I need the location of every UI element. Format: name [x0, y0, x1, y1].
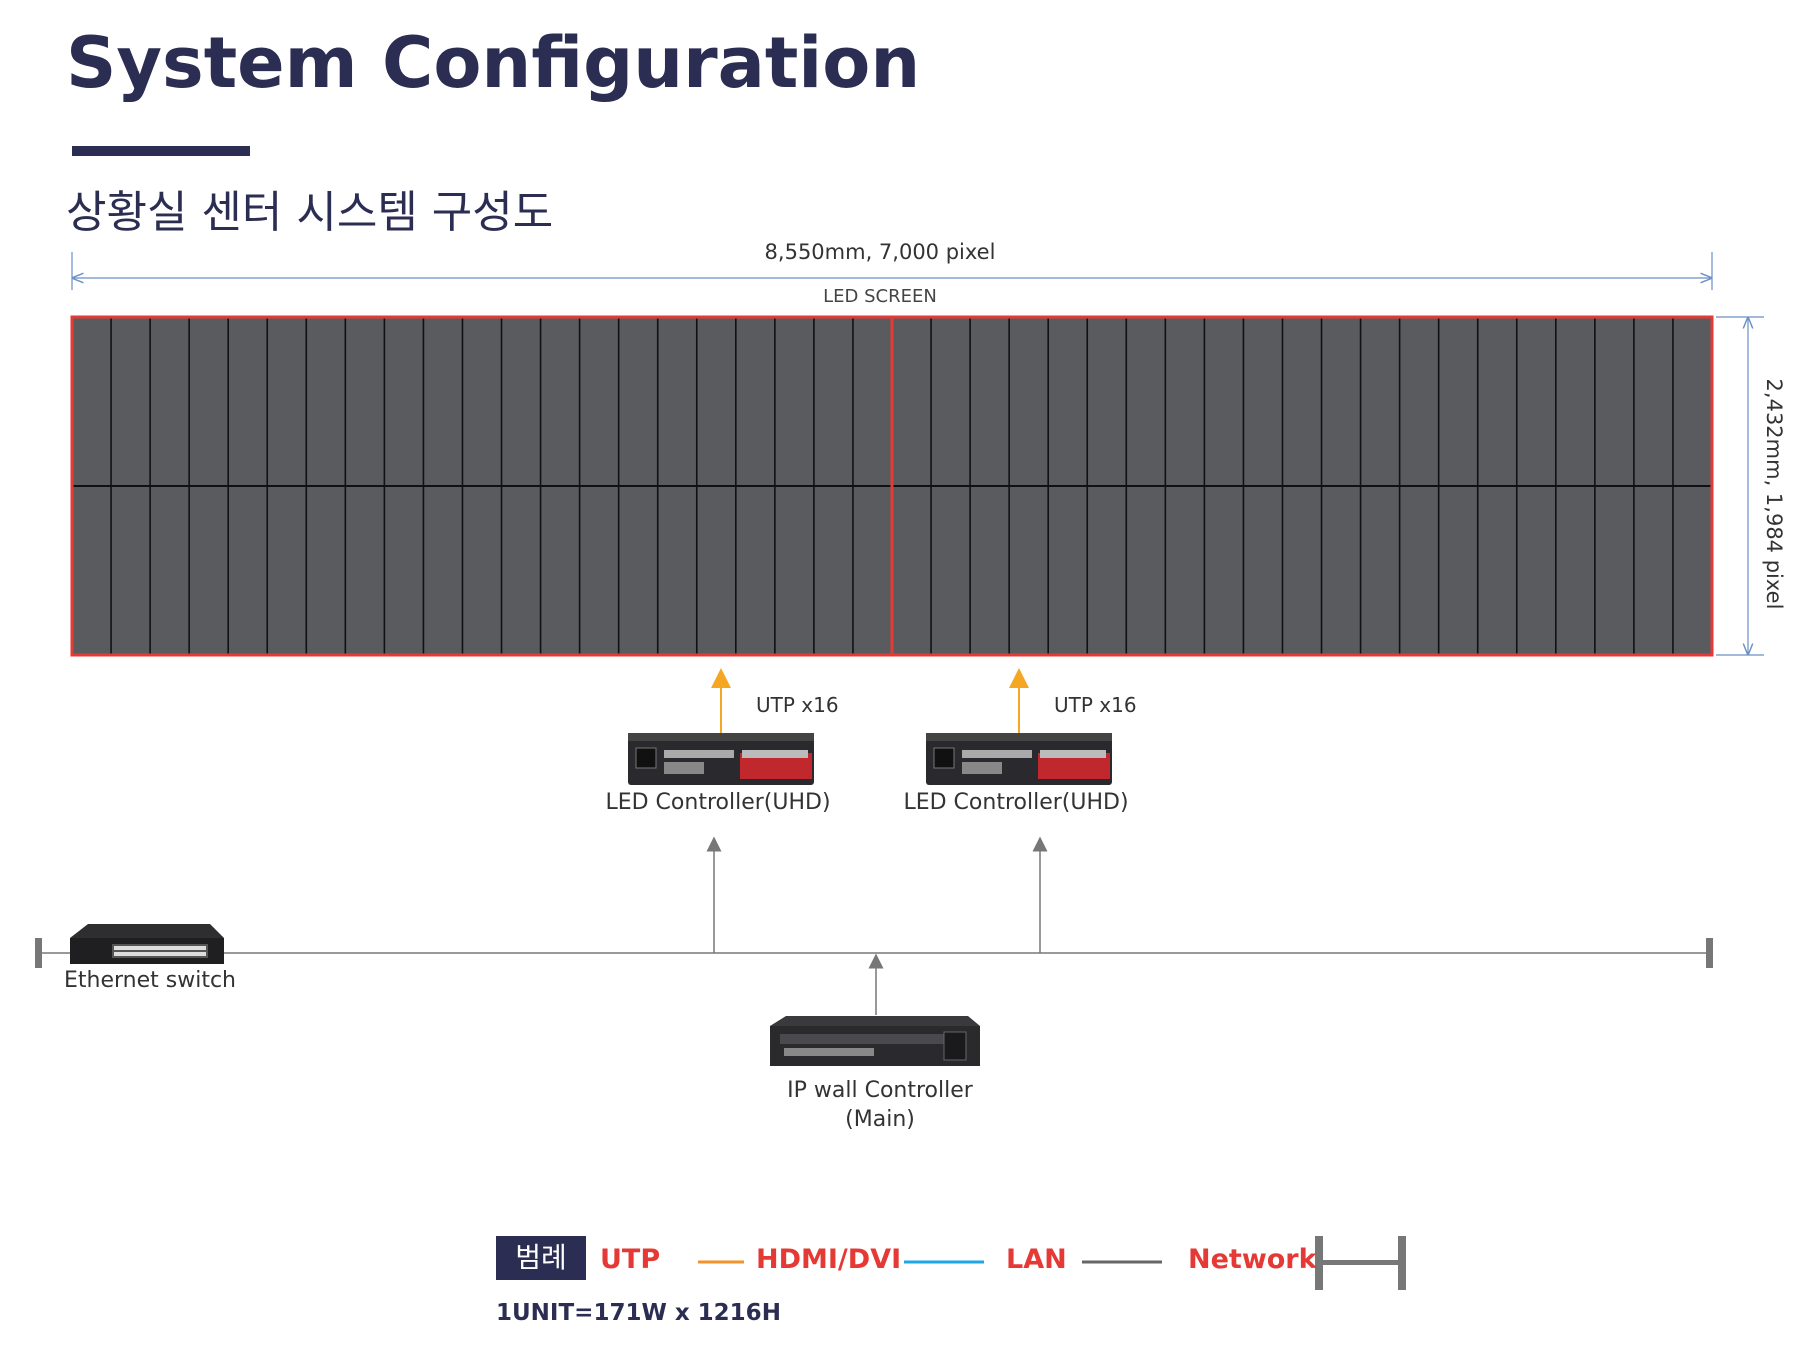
legend-label-utp: UTP — [600, 1244, 661, 1275]
legend-box: 범례 — [496, 1236, 586, 1280]
unit-note: 1UNIT=171W x 1216H — [496, 1300, 781, 1326]
screen-width-label: 8,550mm, 7,000 pixel — [764, 240, 996, 264]
page-title: System Configuration — [66, 22, 921, 104]
utp-label-1: UTP x16 — [756, 693, 839, 717]
title-underline — [72, 146, 250, 156]
led-controller-device-1 — [628, 733, 814, 785]
width-dimension — [71, 252, 1713, 290]
height-dimension — [1716, 316, 1764, 656]
led-controller-device-2 — [926, 733, 1112, 785]
legend-label-network: Network — [1188, 1244, 1317, 1275]
network-end-right — [1706, 938, 1713, 968]
ethernet-switch-device — [70, 924, 224, 964]
led-screen — [70, 315, 1714, 657]
ip-wall-caption-line2: (Main) — [845, 1107, 915, 1132]
ip-wall-caption-line1: IP wall Controller — [787, 1078, 973, 1103]
screen-height-label: 2,432mm, 1,984 pixel — [1762, 378, 1786, 610]
legend-network-symbol — [1315, 1236, 1406, 1290]
utp-label-2: UTP x16 — [1054, 693, 1137, 717]
page-subtitle: 상황실 센터 시스템 구성도 — [66, 187, 554, 238]
led-controller-caption-1: LED Controller(UHD) — [605, 790, 831, 815]
ethernet-switch-caption: Ethernet switch — [64, 968, 236, 993]
screen-title-label: LED SCREEN — [823, 286, 937, 307]
legend-label-hdmi: HDMI/DVI — [756, 1244, 902, 1275]
network-end-left — [35, 938, 42, 968]
screen-section-border — [890, 315, 1714, 657]
ip-wall-controller-device — [770, 1016, 980, 1066]
legend-label-lan: LAN — [1006, 1244, 1067, 1275]
led-controller-caption-2: LED Controller(UHD) — [903, 790, 1129, 815]
